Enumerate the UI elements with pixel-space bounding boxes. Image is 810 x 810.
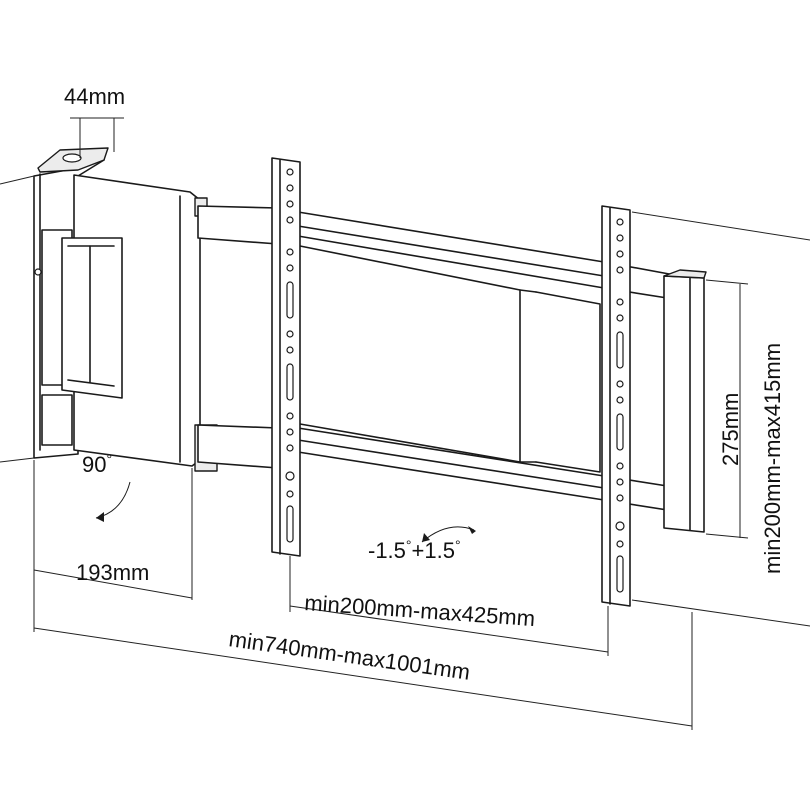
dimension-lines xyxy=(0,117,810,730)
swivel-angle-unit: ° xyxy=(106,451,112,467)
vesa-strap-right xyxy=(601,205,631,607)
end-cap xyxy=(663,269,707,533)
tilt-plus-unit: ° xyxy=(455,537,461,553)
swivel-angle-label: 90° xyxy=(82,451,112,477)
horizontal-rails xyxy=(197,205,681,513)
swivel-arm xyxy=(61,174,218,472)
back-panel xyxy=(299,245,601,473)
depth-label: 44mm xyxy=(64,84,125,109)
tilt-minus-unit: ° xyxy=(406,537,412,553)
tilt-label: -1.5°+1.5° xyxy=(368,537,461,563)
overall-width-label: min740mm-max1001mm xyxy=(227,626,471,685)
swivel-angle-value: 90 xyxy=(82,452,106,477)
vesa-strap-left xyxy=(271,157,301,557)
arm-length-label: 193mm xyxy=(76,560,149,585)
vesa-vertical-label: min200mm-max415mm xyxy=(760,343,785,574)
bracket-height-label: 275mm xyxy=(718,393,743,466)
rotation-arrows xyxy=(95,481,476,543)
tilt-plus-value: +1.5 xyxy=(412,538,455,563)
tilt-minus-value: -1.5 xyxy=(368,538,406,563)
